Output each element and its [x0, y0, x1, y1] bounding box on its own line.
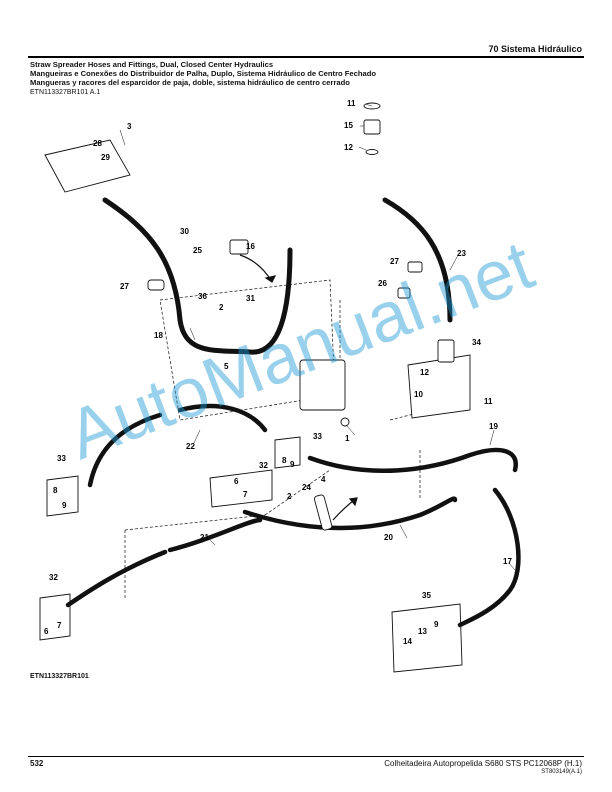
callout-19: 19 [489, 422, 498, 431]
detail-box-35 [391, 603, 463, 673]
detail-box-34 [407, 354, 471, 419]
callout-21: 21 [200, 533, 209, 542]
callout-8-left: 8 [53, 486, 58, 495]
hose-21-right [167, 517, 263, 553]
callout-33-center: 33 [313, 432, 322, 441]
detail-box-33-left [46, 475, 79, 517]
callout-32-left: 32 [49, 573, 58, 582]
callout-28: 28 [93, 139, 102, 148]
callout-17: 17 [503, 557, 512, 566]
title-spanish: Mangueras y racores del esparcidor de pa… [30, 78, 350, 87]
footer-text: Colheitadeira Autopropelida S680 STS PC1… [384, 759, 582, 768]
title-english: Straw Spreader Hoses and Fittings, Dual,… [30, 60, 274, 69]
callout-2-top: 2 [219, 303, 224, 312]
callout-11-box: 11 [484, 397, 493, 406]
figure-reference: ETN113327BR101 A.1 [30, 89, 101, 96]
callout-30: 30 [180, 227, 189, 236]
fittings [147, 102, 455, 531]
clamp-27-left [147, 279, 165, 291]
callout-22: 22 [186, 442, 195, 451]
figure-code: ETN113327BR101 [30, 673, 89, 680]
fitting-15 [363, 119, 381, 135]
detail-box-3 [44, 139, 131, 193]
hose-21-left [65, 549, 168, 608]
callout-6-center: 6 [234, 477, 239, 486]
footer-code: ST803149(A.1) [541, 769, 582, 775]
callout-1: 1 [345, 434, 350, 443]
callout-8-center: 8 [282, 456, 287, 465]
callout-18: 18 [154, 331, 163, 340]
callout-27-left: 27 [120, 282, 129, 291]
hose-17 [457, 487, 521, 628]
callout-9-box: 9 [434, 620, 439, 629]
leader-lines [119, 103, 516, 571]
callout-10: 10 [414, 390, 423, 399]
clamp-27-right [407, 261, 423, 273]
callout-4: 4 [321, 475, 326, 484]
callout-24: 24 [302, 483, 311, 492]
direction-arrows [239, 254, 358, 521]
bracket-24 [313, 494, 333, 531]
o-ring-12 [365, 149, 379, 155]
callout-29: 29 [101, 153, 110, 162]
callout-20: 20 [384, 533, 393, 542]
callout-16: 16 [246, 242, 255, 251]
hose-33-left [87, 412, 163, 488]
callout-34: 34 [472, 338, 481, 347]
callout-32-center: 32 [259, 461, 268, 470]
hose-19 [307, 447, 518, 473]
callout-5: 5 [224, 362, 229, 371]
callout-13: 13 [418, 627, 427, 636]
callout-23: 23 [457, 249, 466, 258]
hose-22 [177, 403, 268, 433]
top-rule [28, 56, 584, 58]
title-portuguese: Mangueiras e Conexões do Distribuidor de… [30, 69, 377, 78]
nut-1 [340, 417, 350, 427]
clamp-16 [229, 239, 249, 255]
callout-11-top: 11 [347, 99, 356, 108]
hose-23 [382, 197, 453, 323]
callout-7-center: 7 [243, 490, 248, 499]
hoses [65, 197, 521, 628]
bottom-rule [28, 756, 584, 757]
callout-2-center: 2 [287, 492, 292, 501]
callout-35: 35 [422, 591, 431, 600]
callout-31: 31 [246, 294, 255, 303]
section-title: 70 Sistema Hidráulico [488, 44, 582, 54]
callout-27-right: 27 [390, 257, 399, 266]
callout-15: 15 [344, 121, 353, 130]
callout-9-center: 9 [290, 460, 295, 469]
callout-6-left: 6 [44, 627, 49, 636]
detail-box-33-center [274, 436, 301, 469]
arrow-head-24 [348, 497, 358, 507]
arrow-head-16 [264, 275, 277, 283]
clamp-26 [397, 287, 411, 299]
hose-18 [102, 197, 293, 355]
detail-box-32-center [209, 469, 273, 508]
callout-12-top: 12 [344, 143, 353, 152]
callout-7-left: 7 [57, 621, 62, 630]
callout-26: 26 [378, 279, 387, 288]
callout-12-box: 12 [420, 368, 429, 377]
detail-box-32-left [39, 593, 71, 641]
page-number: 532 [30, 759, 44, 768]
fitting-hose-end [437, 339, 455, 363]
callout-33-left: 33 [57, 454, 66, 463]
callout-14: 14 [403, 637, 412, 646]
callout-25: 25 [193, 246, 202, 255]
callout-9-left: 9 [62, 501, 67, 510]
callout-3: 3 [127, 122, 132, 131]
callout-36: 36 [198, 292, 207, 301]
dashed-line [264, 469, 331, 516]
control-valve-block [299, 359, 346, 411]
hose-20 [242, 496, 458, 531]
dashed-line [124, 514, 266, 531]
